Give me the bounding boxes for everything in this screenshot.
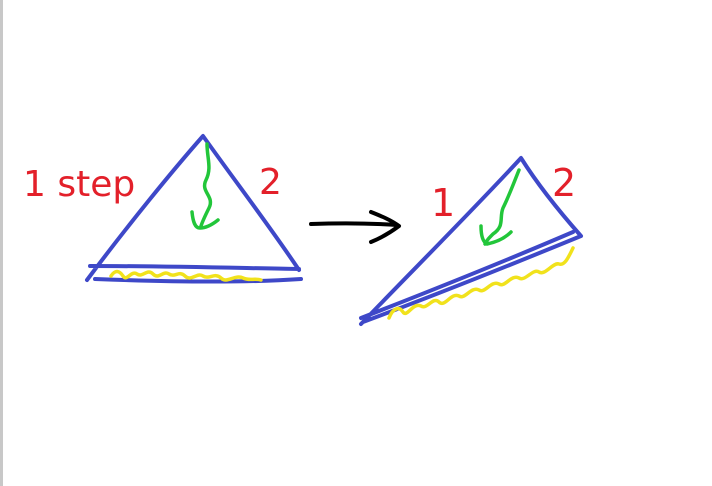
curved-down-arrow-icon: [479, 168, 521, 246]
left-two-label: 2: [259, 162, 282, 203]
folding-diagram: 1 step 2 1 2: [23, 134, 583, 326]
left-edge-squiggle: [109, 269, 263, 282]
left-triangle-group: [85, 134, 303, 284]
right-one-label: 1: [431, 181, 455, 225]
left-fold-arrow: [190, 142, 220, 230]
right-triangle-outline: [359, 156, 583, 326]
right-two-label: 2: [552, 161, 576, 205]
right-arrow-icon: [309, 210, 401, 244]
right-edge-squiggle: [387, 246, 575, 320]
left-step-label: 1 step: [23, 164, 135, 205]
left-triangle-outline: [85, 134, 303, 284]
right-triangle-group: [359, 156, 583, 326]
